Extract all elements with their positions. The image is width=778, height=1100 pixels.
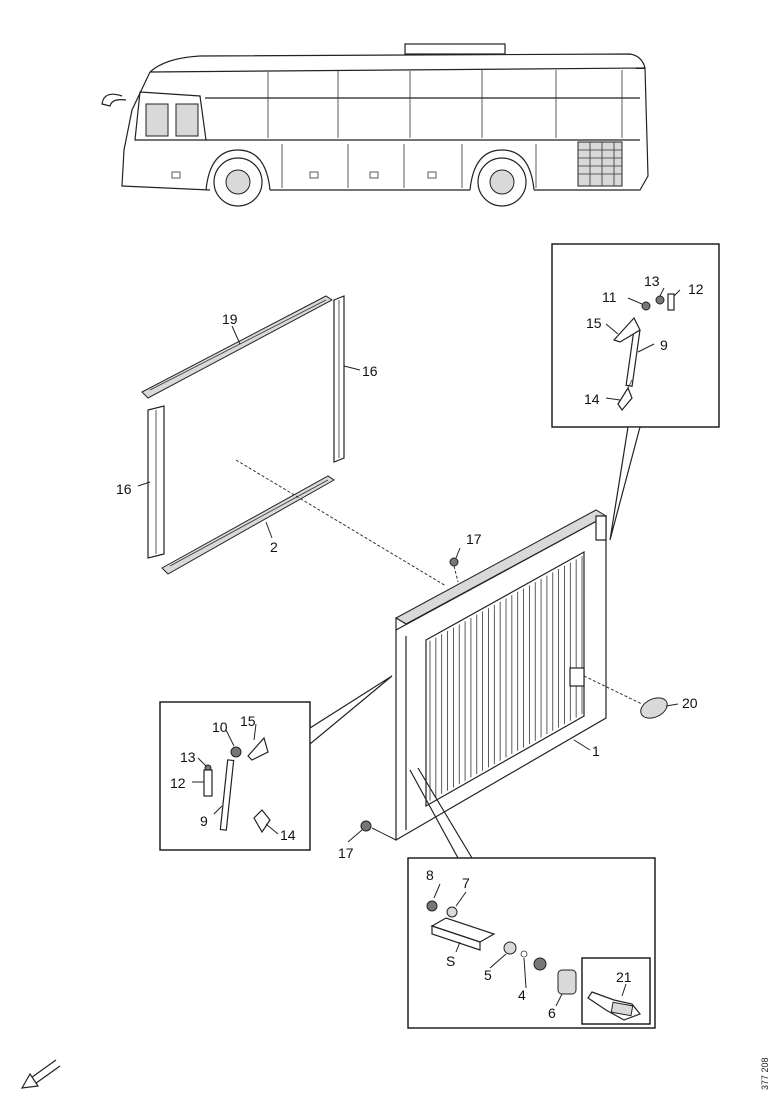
- callout-19: 19: [222, 311, 238, 327]
- assembly-line: [235, 459, 447, 587]
- callout-2: 2: [270, 539, 278, 555]
- callout-5: 5: [484, 967, 492, 983]
- filter-panel: [394, 509, 608, 842]
- seal-strip-16-right: [333, 295, 345, 463]
- callout-9-left: 9: [200, 813, 208, 829]
- figure-reference: 377 208: [760, 1057, 770, 1090]
- callout-9-top: 9: [660, 337, 668, 353]
- bus-illustration: [101, 43, 649, 207]
- screw-17-top: [449, 557, 459, 583]
- callout-13-left: 13: [180, 749, 196, 765]
- detail-box-hinge-top: [551, 243, 720, 541]
- callout-1: 1: [592, 743, 600, 759]
- callout-17-bottom: 17: [338, 845, 354, 861]
- callout-12-top: 12: [688, 281, 704, 297]
- detail-box-latch: [407, 767, 656, 1029]
- callout-16-right: 16: [362, 363, 378, 379]
- callout-7: 7: [462, 875, 470, 891]
- seal-strip-16-left: [147, 405, 165, 559]
- callout-14-top: 14: [584, 391, 600, 407]
- callout-8: 8: [426, 867, 434, 883]
- panel-fins: [429, 556, 583, 801]
- callout-14-left: 14: [280, 827, 296, 843]
- callout-13-top: 13: [644, 273, 660, 289]
- detail-box-hinge-left: [159, 675, 393, 851]
- callout-6: 6: [548, 1005, 556, 1021]
- leader-lines: [137, 287, 681, 1007]
- screw-17-bottom: [360, 820, 397, 841]
- callout-21: 21: [616, 969, 632, 985]
- callout-17-top: 17: [466, 531, 482, 547]
- callout-labels: 19 16 16 2 17 1 20 17 13 12 11 15 9 14 1…: [116, 273, 704, 1021]
- callout-12-left: 12: [170, 775, 186, 791]
- grommet-20: [583, 675, 668, 719]
- callout-15-top: 15: [586, 315, 602, 331]
- callout-15-left: 15: [240, 713, 256, 729]
- callout-20: 20: [682, 695, 698, 711]
- callout-s: S: [446, 953, 455, 969]
- arrow-down-left-icon: [20, 1059, 61, 1089]
- seal-strip-2: [161, 475, 335, 575]
- callout-16-left: 16: [116, 481, 132, 497]
- seal-strip-19: [141, 295, 333, 399]
- callout-4: 4: [518, 987, 526, 1003]
- callout-11: 11: [602, 289, 617, 305]
- callout-10: 10: [212, 719, 228, 735]
